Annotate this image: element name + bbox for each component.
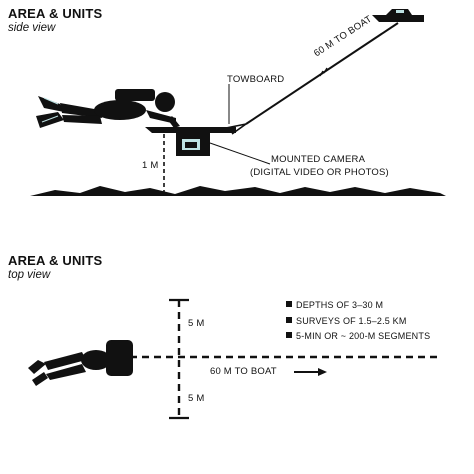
diver-top-icon [28, 340, 133, 386]
side-view-title: AREA & UNITS [8, 6, 103, 21]
height-label: 1 M [142, 160, 159, 171]
survey-fact-item: SURVEYS OF 1.5–2.5 KM [286, 314, 430, 330]
upper-width-label: 5 M [188, 318, 205, 329]
camera-leader-line [209, 142, 271, 165]
survey-fact-item: DEPTHS OF 3–30 M [286, 298, 430, 314]
camera-label-line2: (DIGITAL VIDEO OR PHOTOS) [250, 167, 389, 178]
boat-direction-label: 60 M TO BOAT [210, 366, 277, 377]
survey-facts-list: DEPTHS OF 3–30 M SURVEYS OF 1.5–2.5 KM 5… [286, 298, 430, 345]
survey-fact-item: 5-MIN OR ~ 200-M SEGMENTS [286, 329, 430, 345]
top-view-title: AREA & UNITS [8, 253, 103, 268]
bullet-square-icon [286, 316, 292, 323]
diver-side-icon [36, 89, 180, 128]
towboard-label: TOWBOARD [227, 74, 285, 85]
tow-line-break-mark [319, 70, 324, 77]
towboard-shape [145, 127, 236, 133]
camera-icon [176, 133, 210, 156]
seafloor [30, 186, 446, 196]
bullet-square-icon [286, 332, 292, 338]
camera-label-line1: MOUNTED CAMERA [271, 154, 366, 165]
side-view-subtitle: side view [8, 22, 56, 34]
top-view-subtitle: top view [8, 269, 51, 281]
lower-width-label: 5 M [188, 393, 205, 404]
bullet-square-icon [286, 301, 292, 307]
boat-icon [372, 9, 424, 22]
